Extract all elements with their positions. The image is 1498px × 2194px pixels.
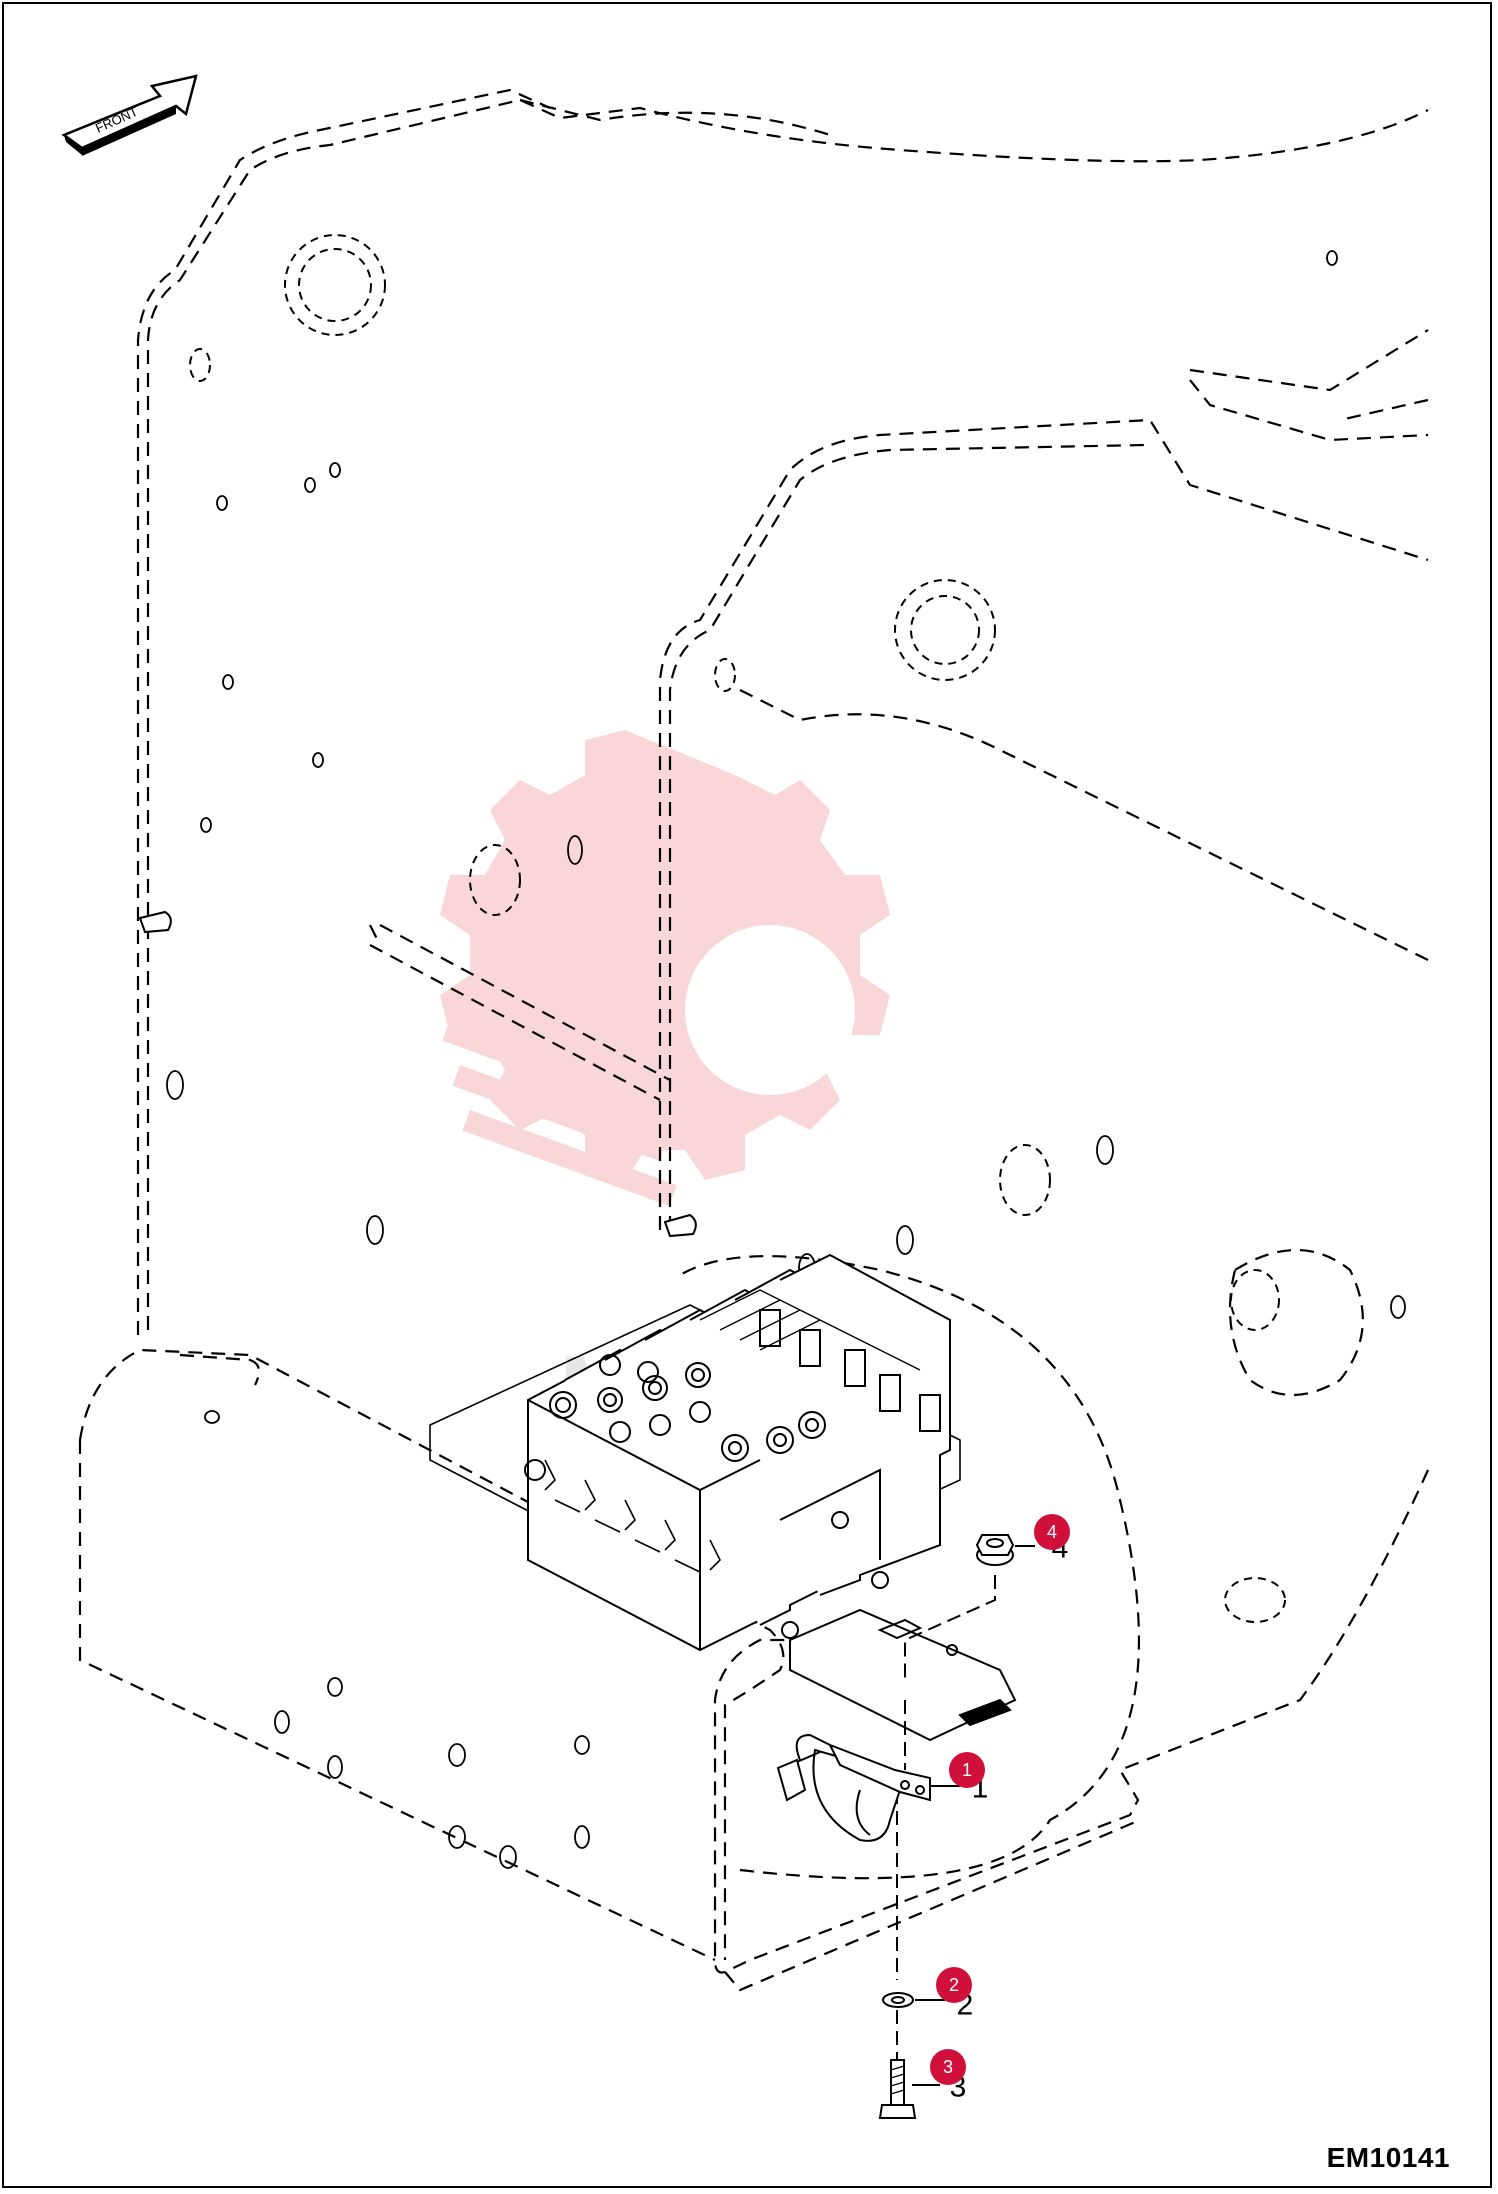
part-1-sensor: [776, 1733, 931, 1842]
callout-badge-2-label: 2: [949, 1975, 959, 1995]
mounting-bracket: [789, 1608, 1017, 1742]
machine-frame-outline: [78, 88, 1430, 1992]
callout-badge-4-label: 4: [1047, 1522, 1057, 1542]
watermark-gear-logo: [440, 730, 890, 1206]
valve-assembly: [429, 1253, 961, 1652]
callout-badge-3-label: 3: [943, 2057, 953, 2077]
frame-holes: [189, 234, 1286, 1623]
part-4-nut: [975, 1534, 1015, 1566]
frame-tabs: [138, 910, 697, 1238]
assembly-lines: [896, 1575, 996, 2060]
callout-badge-2[interactable]: 2: [936, 1967, 972, 2003]
leader-lines: [912, 1545, 1035, 2086]
part-3-bolt: [878, 2059, 917, 2119]
drawing-code: EM10141: [1326, 2142, 1450, 2173]
callout-badge-1[interactable]: 1: [949, 1752, 985, 1788]
front-arrow-icon: FRONT: [61, 74, 198, 156]
callout-badge-4[interactable]: 4: [1034, 1514, 1070, 1550]
part-2-washer: [882, 1992, 914, 2008]
callout-badge-1-label: 1: [962, 1760, 972, 1780]
callout-badge-3[interactable]: 3: [930, 2049, 966, 2085]
